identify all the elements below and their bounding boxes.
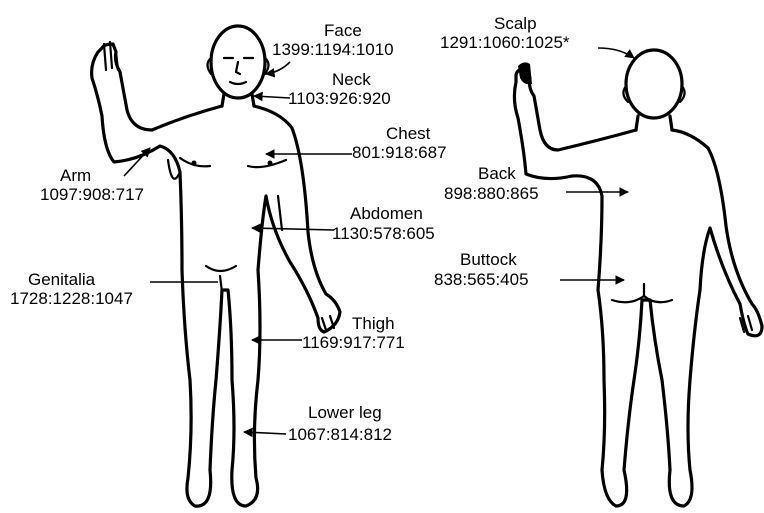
label-arm-name: Arm <box>60 166 91 185</box>
label-abdomen-name: Abdomen <box>350 204 423 223</box>
label-buttock-values: 838:565:405 <box>434 270 529 289</box>
back-hair <box>518 62 532 84</box>
label-scalp-values: 1291:1060:1025* <box>440 33 570 52</box>
label-neck-values: 1103:926:920 <box>288 89 391 108</box>
front-right-nipple <box>268 161 273 166</box>
label-thigh-name: Thigh <box>352 314 395 333</box>
leader-scalp <box>598 48 634 58</box>
label-genitalia-values: 1728:1228:1047 <box>10 289 133 308</box>
leader-abdomen <box>252 228 334 230</box>
label-buttock-name: Buttock <box>460 250 517 269</box>
label-scalp-name: Scalp <box>494 14 537 33</box>
front-left-nipple <box>192 161 197 166</box>
leader-neck <box>254 96 290 98</box>
back-head <box>626 50 682 118</box>
back-body-outline <box>514 68 762 506</box>
leader-face <box>266 62 290 74</box>
front-face-features <box>224 58 253 84</box>
label-neck-name: Neck <box>332 70 371 89</box>
front-groin <box>206 266 236 292</box>
label-abdomen-values: 1130:578:605 <box>332 224 435 243</box>
label-face-name: Face <box>324 21 362 40</box>
label-back-name: Back <box>478 164 516 183</box>
leader-arm <box>124 148 150 176</box>
leader-lower-leg <box>244 432 286 434</box>
label-chest-values: 801:918:687 <box>352 143 447 162</box>
label-lower-leg-values: 1067:814:812 <box>288 425 392 444</box>
back-figure <box>514 50 762 506</box>
label-thigh-values: 1169:917:771 <box>302 333 405 352</box>
label-lower-leg-name: Lower leg <box>308 403 382 422</box>
label-chest-name: Chest <box>386 124 430 143</box>
label-genitalia-name: Genitalia <box>28 270 95 289</box>
label-face-values: 1399:1194:1010 <box>272 40 394 59</box>
label-back-values: 898:880:865 <box>444 184 539 203</box>
label-arm-values: 1097:908:717 <box>40 185 144 204</box>
